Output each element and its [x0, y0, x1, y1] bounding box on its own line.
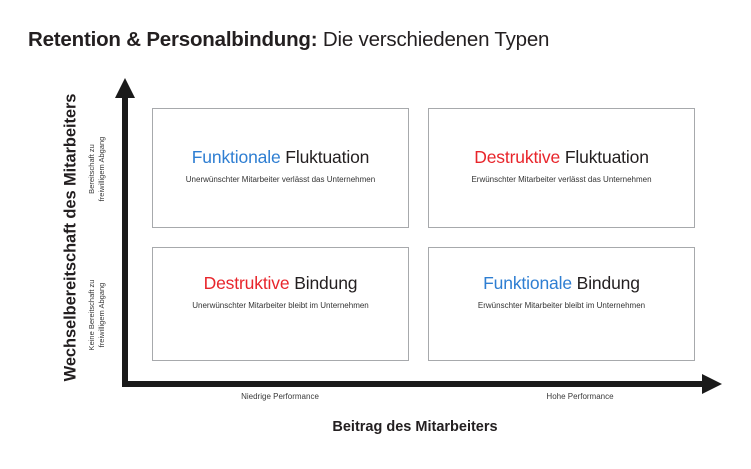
quadrant-bottom-left-accent: Destruktive [203, 273, 290, 293]
quadrant-bottom-right-accent: Funktionale [483, 273, 572, 293]
quadrant-top-left-neutral: Fluktuation [285, 147, 370, 167]
page-title-strong: Retention & Personalbindung: [28, 28, 318, 51]
quadrant-top-right-subtitle: Erwünschter Mitarbeiter verlässt das Unt… [471, 175, 652, 184]
page-title: Retention & Personalbindung: Die verschi… [28, 28, 549, 52]
quadrant-top-left: Funktionale Fluktuation Unerwünschter Mi… [152, 108, 409, 228]
y-axis-tick-upper-line1: Bereitschaft zu [87, 144, 96, 194]
quadrant-bottom-right: Funktionale Bindung Erwünschter Mitarbei… [428, 247, 695, 361]
quadrant-bottom-right-heading: Funktionale Bindung [483, 273, 640, 294]
quadrant-top-left-heading: Funktionale Fluktuation [192, 147, 370, 168]
x-axis-tick-left: Niedrige Performance [241, 392, 319, 401]
quadrant-bottom-left-heading: Destruktive Bindung [204, 273, 358, 294]
quadrant-bottom-right-subtitle: Erwünschter Mitarbeiter bleibt im Untern… [477, 301, 646, 310]
y-axis-tick-lower: Keine Bereitschaft zu freiwilligem Abgan… [87, 261, 107, 369]
quadrant-top-right-heading: Destruktive Fluktuation [474, 147, 649, 168]
y-axis-line [122, 94, 128, 384]
y-axis-tick-lower-line2: freiwilligem Abgang [97, 282, 106, 348]
quadrant-bottom-left: Destruktive Bindung Unerwünschter Mitarb… [152, 247, 409, 361]
y-axis-tick-upper: Bereitschaft zu freiwilligem Abgang [87, 119, 107, 219]
x-axis-tick-right: Hohe Performance [546, 392, 614, 401]
y-axis-tick-upper-line2: freiwilligem Abgang [97, 136, 106, 202]
quadrant-bottom-left-subtitle: Unerwünschter Mitarbeiter bleibt im Unte… [192, 301, 369, 310]
y-axis-title: Wechselbereitschaft des Mitarbeiters [61, 93, 80, 382]
quadrant-bottom-right-neutral: Bindung [576, 273, 640, 293]
quadrant-top-left-subtitle: Unerwünschter Mitarbeiter verlässt das U… [185, 175, 376, 184]
quadrant-top-right-neutral: Fluktuation [564, 147, 649, 167]
x-axis-title: Beitrag des Mitarbeiters [332, 419, 498, 435]
x-axis-arrow-icon [702, 374, 722, 394]
y-axis-arrow-icon [115, 78, 135, 98]
y-axis-tick-lower-line1: Keine Bereitschaft zu [87, 279, 96, 351]
quadrant-top-right: Destruktive Fluktuation Erwünschter Mita… [428, 108, 695, 228]
page-title-light: Die verschiedenen Typen [322, 28, 550, 51]
x-axis-line [122, 381, 708, 387]
quadrant-bottom-left-neutral: Bindung [294, 273, 358, 293]
quadrant-top-right-accent: Destruktive [474, 147, 561, 167]
quadrant-top-left-accent: Funktionale [191, 147, 281, 167]
